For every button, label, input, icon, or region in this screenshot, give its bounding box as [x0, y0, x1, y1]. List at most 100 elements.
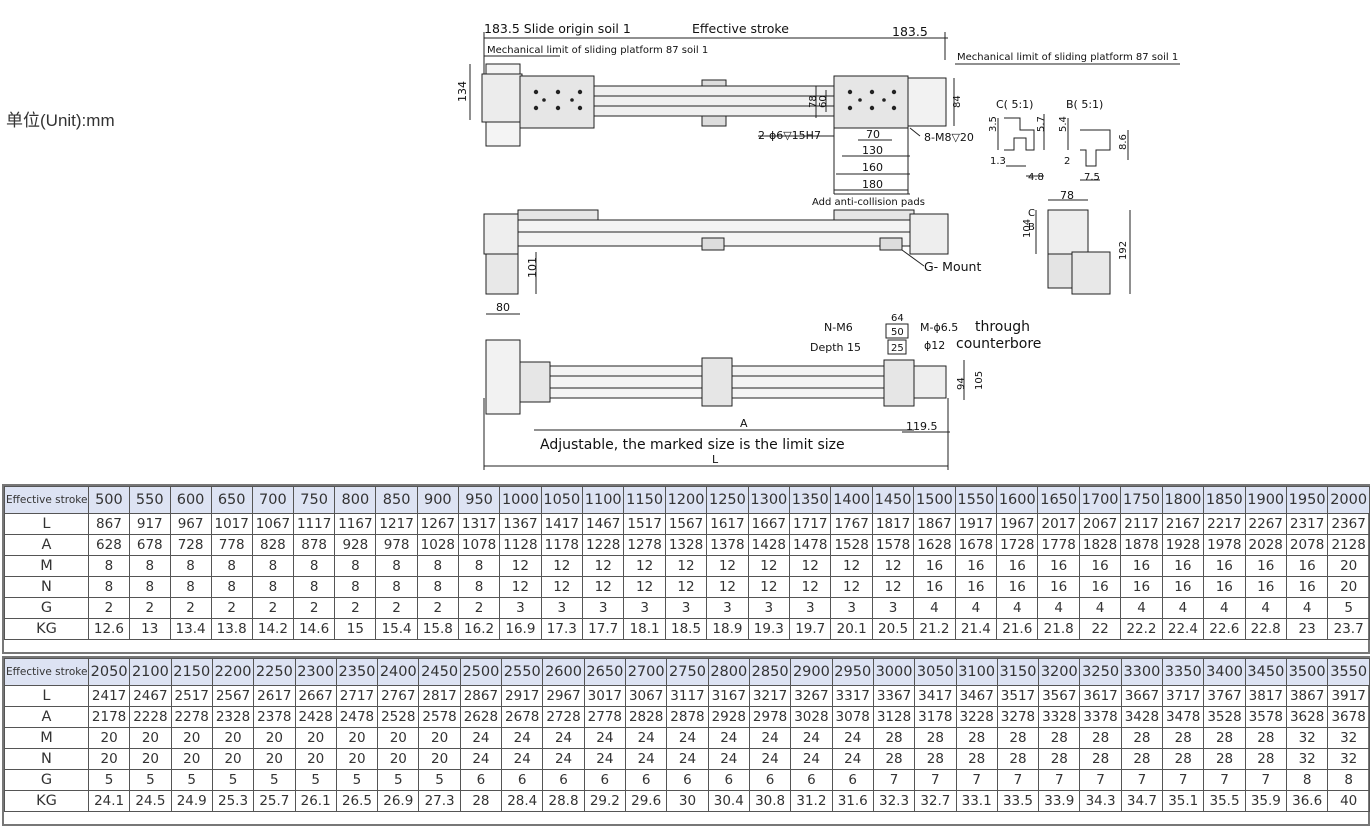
table-cell: 2917: [501, 685, 544, 707]
table-cell: 6: [542, 769, 585, 791]
table-cell: 34.7: [1120, 790, 1164, 812]
table-cell: 3428: [1120, 706, 1164, 728]
stroke-cell: 1650: [1037, 486, 1080, 514]
table-cell: 12: [871, 555, 915, 577]
table-cell: 24.1: [87, 790, 131, 812]
row-label: KG: [4, 790, 89, 812]
table-cell: 26.1: [294, 790, 337, 812]
table-cell: 16: [1120, 576, 1163, 598]
detail-c-label: C( 5:1): [996, 98, 1033, 111]
table-cell: 5: [211, 769, 255, 791]
table-cell: 5: [418, 769, 461, 791]
side-dim-192: 192: [1118, 241, 1129, 260]
table-cell: 20: [129, 748, 172, 770]
table-cell: 6: [459, 769, 503, 791]
table-cell: 16: [954, 555, 998, 577]
table-cell: 19.3: [747, 618, 791, 640]
stroke-cell: 2000: [1327, 486, 1370, 514]
table-cell: 22.4: [1161, 618, 1205, 640]
table-cell: 24: [790, 727, 833, 749]
table-cell: 20: [377, 727, 420, 749]
side-mark-b: B: [1028, 222, 1035, 233]
table-cell: 1267: [416, 513, 459, 535]
table-cell: 1017: [210, 513, 253, 535]
table-cell: 16: [1203, 555, 1246, 577]
dim-70: 70: [866, 128, 880, 141]
stroke-cell: 600: [169, 486, 212, 514]
table-cell: 2: [375, 597, 418, 619]
table-cell: 6: [748, 769, 792, 791]
table-cell: 28: [1244, 748, 1288, 770]
table-cell: 28: [996, 727, 1040, 749]
table-cell: 13.4: [169, 618, 212, 640]
table-cell: 12: [664, 555, 708, 577]
table-cell: 24.9: [170, 790, 213, 812]
table-cell: 2428: [294, 706, 337, 728]
table-cell: 2: [457, 597, 501, 619]
dim-180: 180: [862, 178, 883, 191]
side-view: [1035, 199, 1131, 295]
table-cell: 24: [831, 748, 874, 770]
table-cell: 4: [1161, 597, 1205, 619]
table-cell: 878: [293, 534, 336, 556]
table-cell: 2: [416, 597, 459, 619]
table-cell: 1517: [623, 513, 666, 535]
table-cell: 8: [128, 555, 171, 577]
detail-c-3-5: 3.5: [988, 116, 999, 132]
dim-64: 64: [891, 313, 904, 324]
table-cell: 12.6: [87, 618, 130, 640]
table-cell: 2728: [542, 706, 585, 728]
table-cell: 2028: [1244, 534, 1287, 556]
table-cell: 2: [210, 597, 253, 619]
table-cell: 14.6: [293, 618, 336, 640]
table-cell: 3: [623, 597, 666, 619]
table-cell: 2328: [211, 706, 255, 728]
table-cell: 28: [872, 748, 916, 770]
stroke-cell: 1100: [581, 486, 625, 514]
table-cell: 23: [1285, 618, 1329, 640]
table-cell: 16.9: [499, 618, 542, 640]
table-cell: 1628: [913, 534, 956, 556]
detail-b-label: B( 5:1): [1066, 98, 1103, 111]
table-cell: 3117: [666, 685, 709, 707]
stroke-cell: 2250: [253, 658, 296, 686]
stroke-cell: 650: [210, 486, 253, 514]
table-cell: 16: [1285, 555, 1329, 577]
table-cell: 2367: [1327, 513, 1370, 535]
stroke-cell: 1050: [540, 486, 584, 514]
table-cell: 24: [666, 727, 709, 749]
stroke-cell: 1200: [664, 486, 708, 514]
unit-label: 单位(Unit):mm: [6, 111, 115, 130]
row-label: M: [4, 555, 89, 577]
dim-130: 130: [862, 144, 883, 157]
dim-80: 80: [496, 301, 510, 314]
table-cell: 18.9: [706, 618, 749, 640]
table-cell: 12: [540, 576, 584, 598]
stroke-cell: 3250: [1079, 658, 1122, 686]
table-cell: 5: [294, 769, 337, 791]
table-cell: 5: [377, 769, 420, 791]
table-cell: 34.3: [1079, 790, 1122, 812]
table-cell: 36.6: [1285, 790, 1329, 812]
table-cell: 12: [747, 576, 791, 598]
table-cell: 7: [872, 769, 916, 791]
table-cell: 2128: [1327, 534, 1370, 556]
row-label: M: [4, 727, 89, 749]
row-label: KG: [4, 618, 89, 640]
mount-label: G- Mount: [924, 259, 981, 274]
table-cell: 1417: [540, 513, 584, 535]
table-cell: 4: [1285, 597, 1329, 619]
table-cell: 3: [499, 597, 542, 619]
table-cell: 5: [1327, 597, 1370, 619]
table-cell: 24: [707, 748, 750, 770]
table-cell: 29.2: [583, 790, 627, 812]
stroke-cell: 2450: [418, 658, 461, 686]
table-cell: 678: [128, 534, 171, 556]
table-cell: 28: [1120, 727, 1164, 749]
stroke-cell: 2700: [624, 658, 668, 686]
